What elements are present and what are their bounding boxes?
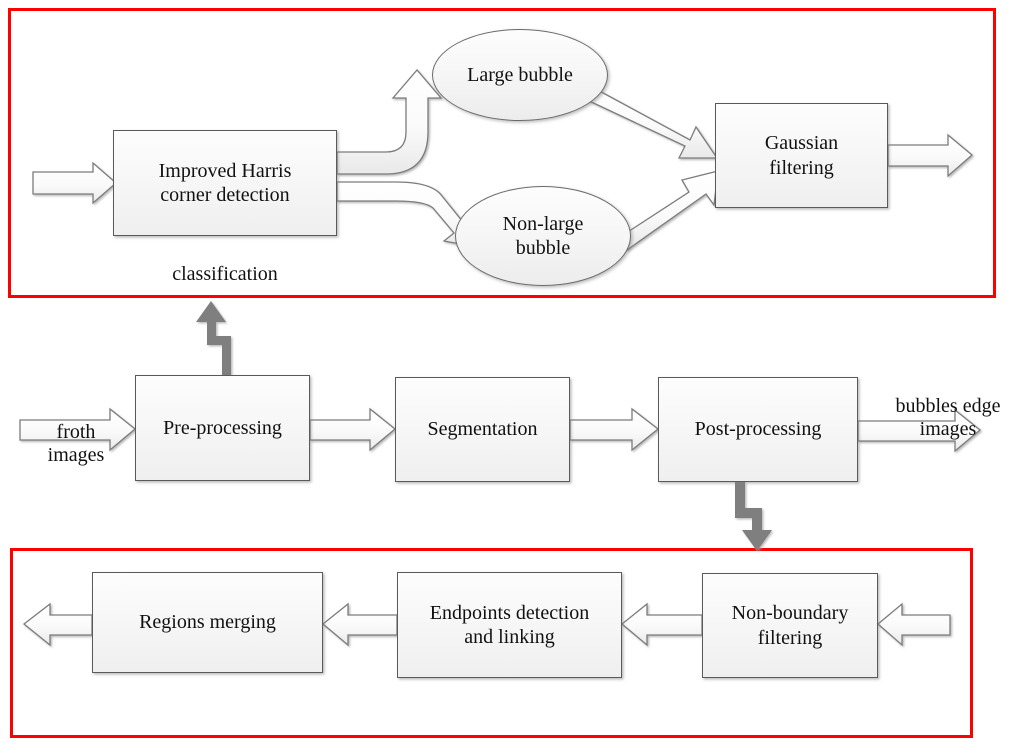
arrow-segmentation-to-postprocessing [569,407,660,452]
ellipse-label: Non-large bubble [502,213,584,259]
box-endpoints-detection-and-linking[interactable]: Endpoints detection and linking [397,572,622,678]
box-label: Endpoints detection and linking [429,601,590,648]
ellipse-non-large-bubble[interactable]: Non-large bubble [455,186,631,286]
box-label: Pre-processing [163,416,282,439]
gray-connector-preprocessing-up [196,301,231,375]
box-label: Post-processing [694,418,822,441]
ellipse-label: Large bubble [467,64,573,86]
box-gaussian-filtering[interactable]: Gaussian filtering [715,103,888,208]
box-label: Segmentation [427,418,538,441]
box-pre-processing[interactable]: Pre-processing [135,375,310,481]
gray-connector-postprocessing-down [735,482,772,551]
box-non-boundary-filtering[interactable]: Non-boundary filtering [702,573,878,678]
box-improved-harris-corner-detection[interactable]: Improved Harris corner detection [113,130,337,236]
label-bubbles-edge-images: bubbles edge images [895,395,1001,440]
box-label: Regions merging [139,611,276,634]
box-regions-merging[interactable]: Regions merging [92,572,323,673]
bottom-group-panel [10,548,973,738]
label-classification: classification [172,263,278,285]
box-label: Improved Harris corner detection [158,159,292,206]
box-post-processing[interactable]: Post-processing [658,377,858,482]
ellipse-large-bubble[interactable]: Large bubble [432,29,608,121]
box-label: Non-boundary filtering [731,602,849,649]
label-froth-images: froth images [47,421,105,466]
box-segmentation[interactable]: Segmentation [395,377,570,482]
arrow-preprocessing-to-segmentation [309,407,397,452]
top-group-panel [8,8,996,298]
box-label: Gaussian filtering [764,132,839,179]
